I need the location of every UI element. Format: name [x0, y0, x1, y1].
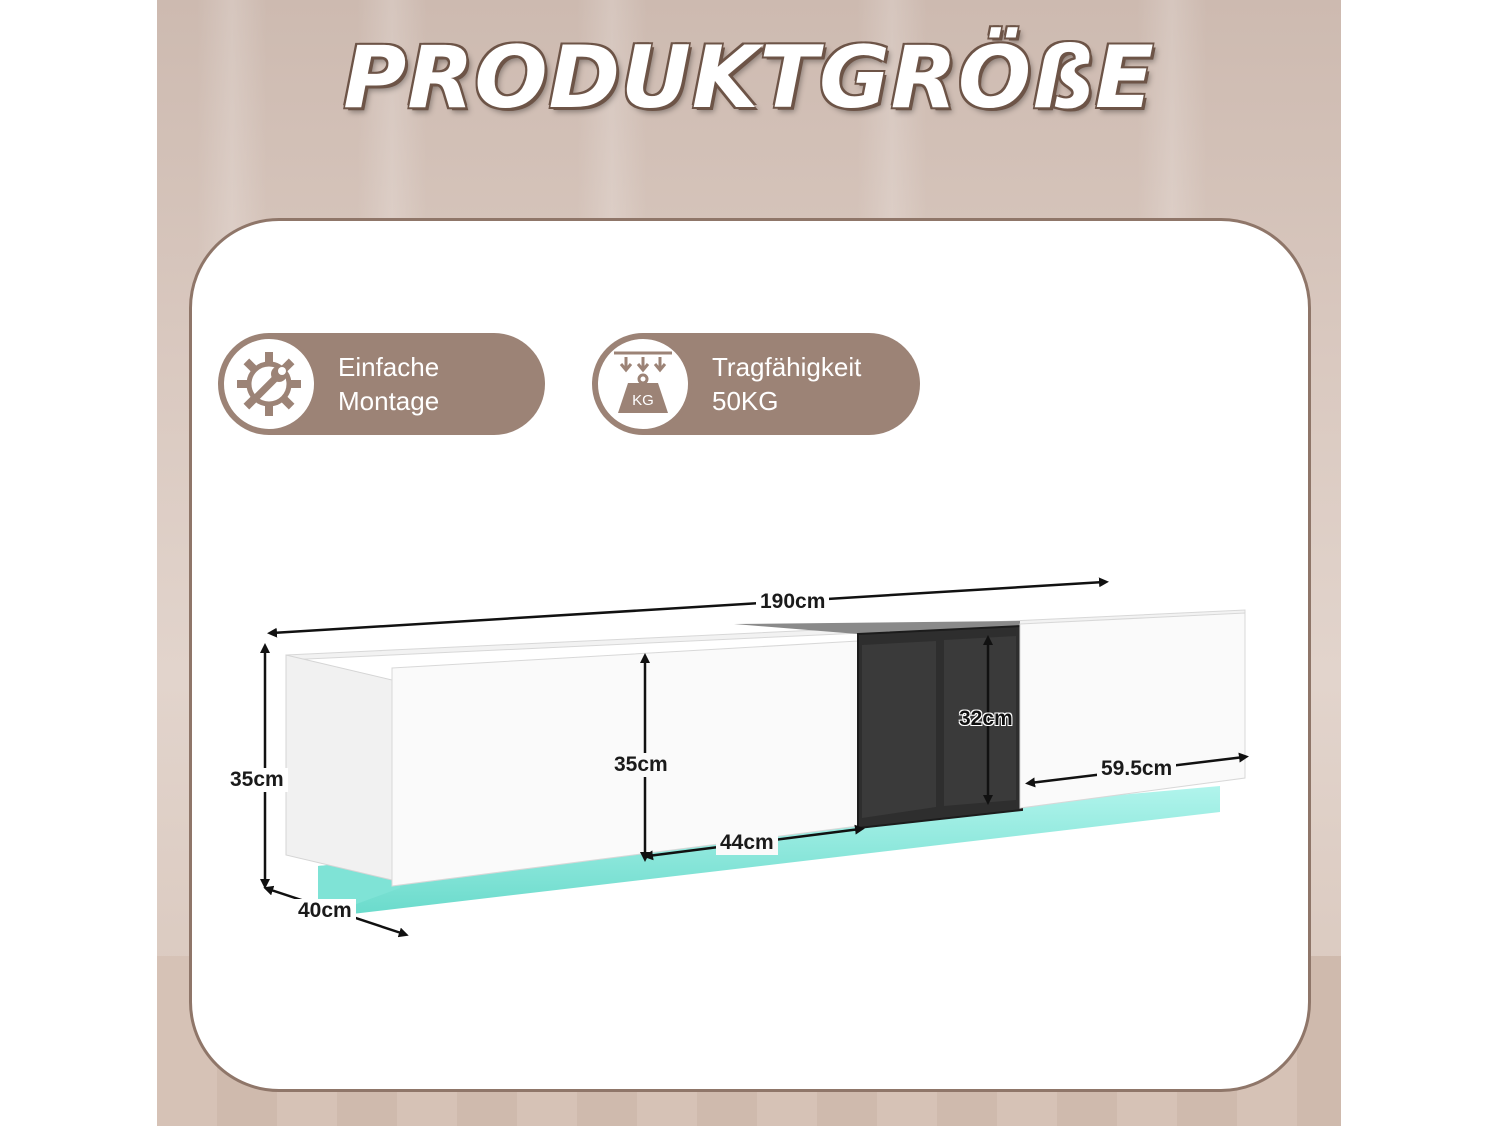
badge-line-2: 50KG — [712, 386, 779, 416]
dimension-label-depth: 40cm — [294, 899, 356, 923]
dimension-label-door-width: 44cm — [716, 831, 778, 855]
badge-icon-circle: KG — [594, 335, 692, 433]
dimension-label-shelf-height: 32cm — [959, 707, 1013, 730]
cabinet-side — [285, 654, 393, 881]
load-capacity-badge: KG Tragfähigkeit 50KG — [592, 333, 920, 435]
gear-wrench-icon — [237, 352, 301, 416]
weight-kg-icon: KG — [614, 351, 672, 413]
badge-line-2: Montage — [338, 386, 440, 416]
width-line — [267, 577, 1109, 638]
badge-line-1: Einfache — [338, 352, 440, 382]
badge-line-1: Tragfähigkeit — [712, 352, 862, 382]
assembly-badge: Einfache Montage — [218, 333, 545, 435]
page-title: PRODUKTGRÖßE — [343, 28, 1155, 128]
dimension-label-width: 190cm — [756, 590, 830, 614]
kg-label: KG — [632, 392, 654, 409]
badge-icon-circle — [220, 335, 318, 433]
shelf-right — [944, 636, 1016, 806]
shelf-left — [862, 641, 936, 818]
dimension-label-door-height: 35cm — [610, 753, 672, 777]
badge-text: Einfache Montage — [338, 350, 439, 418]
dimension-label-height: 35cm — [226, 768, 288, 792]
badge-text: Tragfähigkeit 50KG — [712, 350, 861, 418]
dimension-label-right-width: 59.5cm — [1097, 757, 1177, 781]
